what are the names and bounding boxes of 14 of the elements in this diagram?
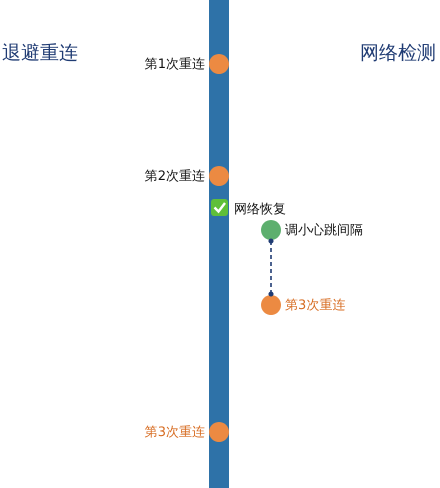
- dotted-connector: [268, 238, 274, 297]
- event-dot: [261, 220, 281, 240]
- event-dot: [209, 54, 229, 74]
- column-title: 网络检测: [360, 41, 436, 66]
- event-dot: [209, 422, 229, 442]
- column-title: 退避重连: [2, 41, 78, 66]
- event-dot: [261, 295, 281, 315]
- status-label: 网络恢复: [234, 201, 286, 218]
- event-label: 第3次重连: [144, 424, 205, 441]
- event-label: 调小心跳间隔: [285, 222, 363, 239]
- event-label: 第2次重连: [144, 168, 205, 185]
- event-label: 第3次重连: [285, 297, 346, 314]
- event-dot: [209, 166, 229, 186]
- event-label: 第1次重连: [144, 56, 205, 73]
